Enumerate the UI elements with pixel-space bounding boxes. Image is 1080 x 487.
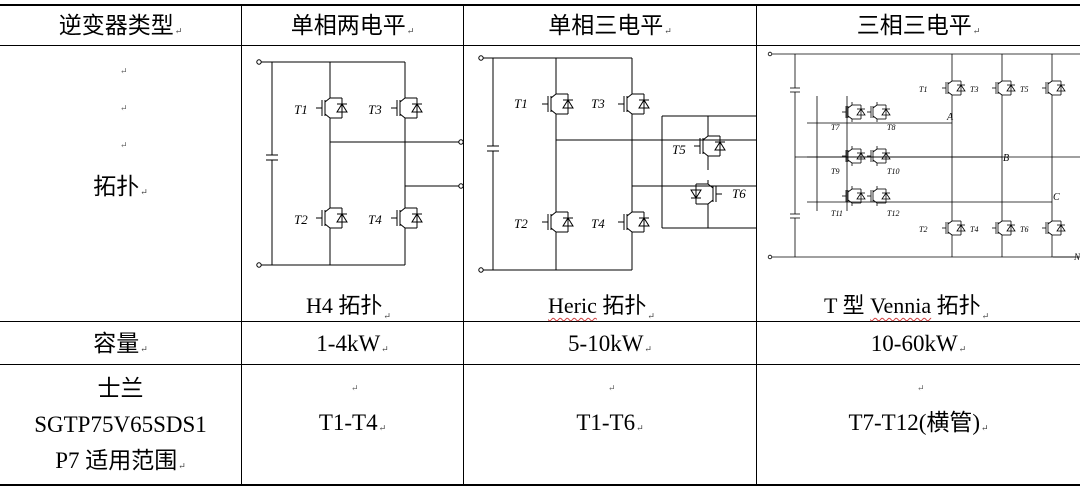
col-divider-1: [241, 5, 242, 485]
label-t2: T2: [294, 212, 308, 227]
label-t5: T5: [1020, 85, 1028, 94]
header-cell-three-phase-three-level: 三相三电平↵: [757, 6, 1080, 45]
t-type-caption: T 型 Vennia 拓扑↵: [824, 293, 990, 321]
label-t4: T4: [368, 212, 382, 227]
device-label: 士兰 SGTP75V65SDS1 P7 适用范围↵: [0, 365, 241, 484]
capacity-label: 容量↵: [93, 330, 148, 356]
heric-caption: Heric 拓扑↵: [548, 293, 655, 321]
heric-labels: T1 T3 T5 T6 T2 T4: [514, 96, 746, 231]
row-divider-topology: [0, 321, 1080, 322]
capacity-single-two-level: 1-4kW↵: [316, 330, 389, 356]
label-t2: T2: [514, 216, 528, 231]
paragraph-mark: ↵: [120, 140, 128, 150]
paragraph-mark: ↵: [174, 26, 183, 36]
header-divider: [0, 45, 1080, 46]
label-t6: T6: [1020, 225, 1028, 234]
label-t3: T3: [591, 96, 605, 111]
paragraph-mark: ↵: [140, 186, 148, 197]
label-t11: T11: [831, 209, 843, 218]
label-t3: T3: [368, 102, 382, 117]
label-t5: T5: [672, 142, 686, 157]
phase-label-c: C: [1053, 192, 1060, 203]
label-t1: T1: [294, 102, 308, 117]
h4-labels: T1 T3 T2 T4: [294, 102, 382, 227]
table-bottom-border: [0, 484, 1080, 486]
paragraph-mark: ↵: [972, 26, 981, 36]
header-text: 单相三电平: [548, 13, 664, 38]
header-text: 三相三电平: [856, 13, 972, 38]
label-t4: T4: [970, 225, 978, 234]
paragraph-mark: ↵: [406, 26, 415, 36]
label-t3: T3: [970, 85, 978, 94]
table-top-border: [0, 4, 1080, 6]
t-type-labels: A B C N T1 T3 T5 T2 T4 T6 T7 T8 T9 T10 T…: [831, 85, 1080, 262]
t-type-topology-diagram: [767, 51, 1080, 260]
device-label-line-3: P7 适用范围↵: [55, 448, 186, 473]
label-t7: T7: [831, 123, 840, 132]
topology-label: 拓扑↵: [93, 173, 148, 199]
header-text: 单相两电平: [290, 13, 406, 38]
col-divider-2: [463, 5, 464, 485]
header-cell-type: 逆变器类型↵: [0, 6, 241, 45]
paragraph-mark: ↵: [664, 26, 672, 36]
label-t12: T12: [887, 209, 899, 218]
phase-label-a: A: [946, 112, 954, 123]
header-text: 逆变器类型: [58, 13, 174, 38]
label-t6: T6: [732, 186, 746, 201]
label-t10: T10: [887, 167, 899, 176]
header-cell-single-three-level: 单相三电平↵: [464, 6, 756, 45]
heric-topology-diagram: [478, 55, 756, 273]
device-label-line-2: SGTP75V65SDS1: [34, 412, 207, 437]
row-divider-capacity: [0, 364, 1080, 365]
h4-caption: H4 拓扑↵: [306, 293, 391, 321]
paragraph-mark: ↵: [120, 66, 128, 76]
label-t2: T2: [919, 225, 927, 234]
col-divider-3: [756, 5, 757, 485]
capacity-three-phase: 10-60kW↵: [870, 330, 967, 356]
label-t1: T1: [514, 96, 528, 111]
label-t9: T9: [831, 167, 839, 176]
device-label-line-1: 士兰: [97, 376, 144, 401]
phase-label-n: N: [1073, 252, 1080, 262]
device-single-two-level: T1-T4↵: [318, 409, 387, 435]
paragraph-mark: ↵: [120, 103, 128, 113]
paragraph-mark: ↵: [351, 383, 359, 393]
paragraph-mark: ↵: [917, 383, 925, 393]
paragraph-mark: ↵: [608, 383, 616, 393]
label-t4: T4: [591, 216, 605, 231]
capacity-single-three-level: 5-10kW↵: [568, 330, 652, 356]
device-single-three-level: T1-T6↵: [576, 409, 644, 435]
device-three-phase: T7-T12(横管)↵: [848, 409, 989, 435]
header-cell-single-two-level: 单相两电平↵: [242, 6, 463, 45]
label-t1: T1: [919, 85, 927, 94]
label-t8: T8: [887, 123, 895, 132]
phase-label-b: B: [1003, 153, 1009, 164]
h4-topology-diagram: [256, 59, 464, 268]
